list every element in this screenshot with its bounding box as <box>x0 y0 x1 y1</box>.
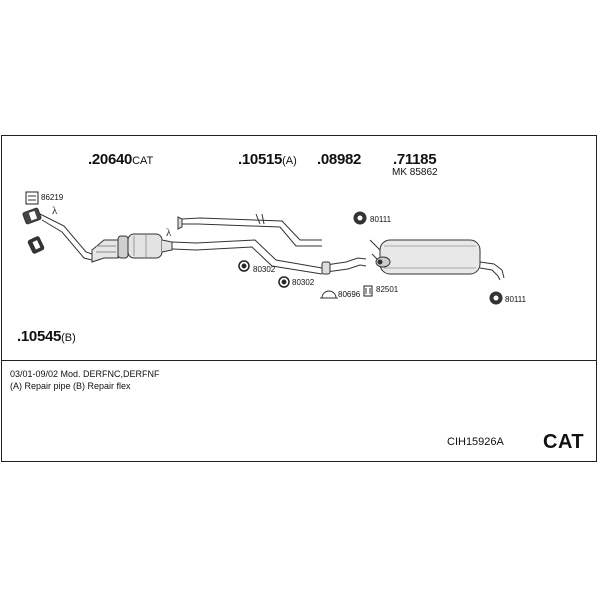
part-catalyst-suffix: CAT <box>132 155 154 167</box>
part-front-pipe-number: .10545 <box>17 328 62 345</box>
part-middle-pipe-suffix: (A) <box>282 155 297 167</box>
accessory-80111-bottom-label: 80111 <box>505 295 527 304</box>
mounting-kit-label: MK 85862 <box>392 167 438 178</box>
part-connector-pipe: .08982 <box>317 152 361 168</box>
part-catalyst-number: .20640 <box>88 151 133 168</box>
gasket-80302-a-icon <box>238 260 250 272</box>
accessory-80696-label: 80696 <box>338 290 361 299</box>
accessory-80302-a-label: 80302 <box>253 265 276 274</box>
lambda-sensor-2-label: λ <box>166 227 172 239</box>
diagram-frame <box>1 135 597 462</box>
part-front-pipe-suffix: (B) <box>61 332 76 344</box>
model-note: 03/01-09/02 Mod. DERFNC,DERFNF <box>10 369 160 379</box>
notes-divider <box>1 360 597 361</box>
front-pipe-drawing <box>22 207 93 261</box>
mount-80111-top-icon <box>353 211 367 225</box>
catalyst-drawing <box>91 233 173 263</box>
accessory-86219-label: 86219 <box>41 193 64 202</box>
part-connector-pipe-number: .08982 <box>317 151 362 168</box>
part-front-pipe: .10545(B) <box>17 329 76 345</box>
part-middle-pipe: .10515(A) <box>238 152 297 168</box>
lambda-sensor-1-label: λ <box>52 205 58 217</box>
clamp-86219-icon <box>25 191 39 205</box>
middle-pipe-drawing <box>171 213 323 275</box>
system-code: CIH15926A <box>447 436 504 448</box>
accessory-80111-top-label: 80111 <box>370 215 392 224</box>
cat-badge: CAT <box>543 431 585 453</box>
mount-80111-bottom-icon <box>489 291 503 305</box>
gasket-80302-b-icon <box>278 276 290 288</box>
connector-pipe-drawing <box>321 257 367 275</box>
part-middle-pipe-number: .10515 <box>238 151 283 168</box>
part-catalyst: .20640CAT <box>88 152 153 168</box>
part-rear-silencer: .71185 <box>393 151 437 168</box>
accessory-82501-label: 82501 <box>376 285 399 294</box>
repair-note: (A) Repair pipe (B) Repair flex <box>10 381 131 391</box>
clamp-80696-icon <box>320 290 338 299</box>
rubber-mount-icon <box>27 236 45 254</box>
rear-silencer-drawing <box>369 239 505 281</box>
clamp-82501-icon <box>363 285 373 297</box>
part-rear-silencer-number: .71185 <box>393 151 437 168</box>
accessory-80302-b-label: 80302 <box>292 278 315 287</box>
